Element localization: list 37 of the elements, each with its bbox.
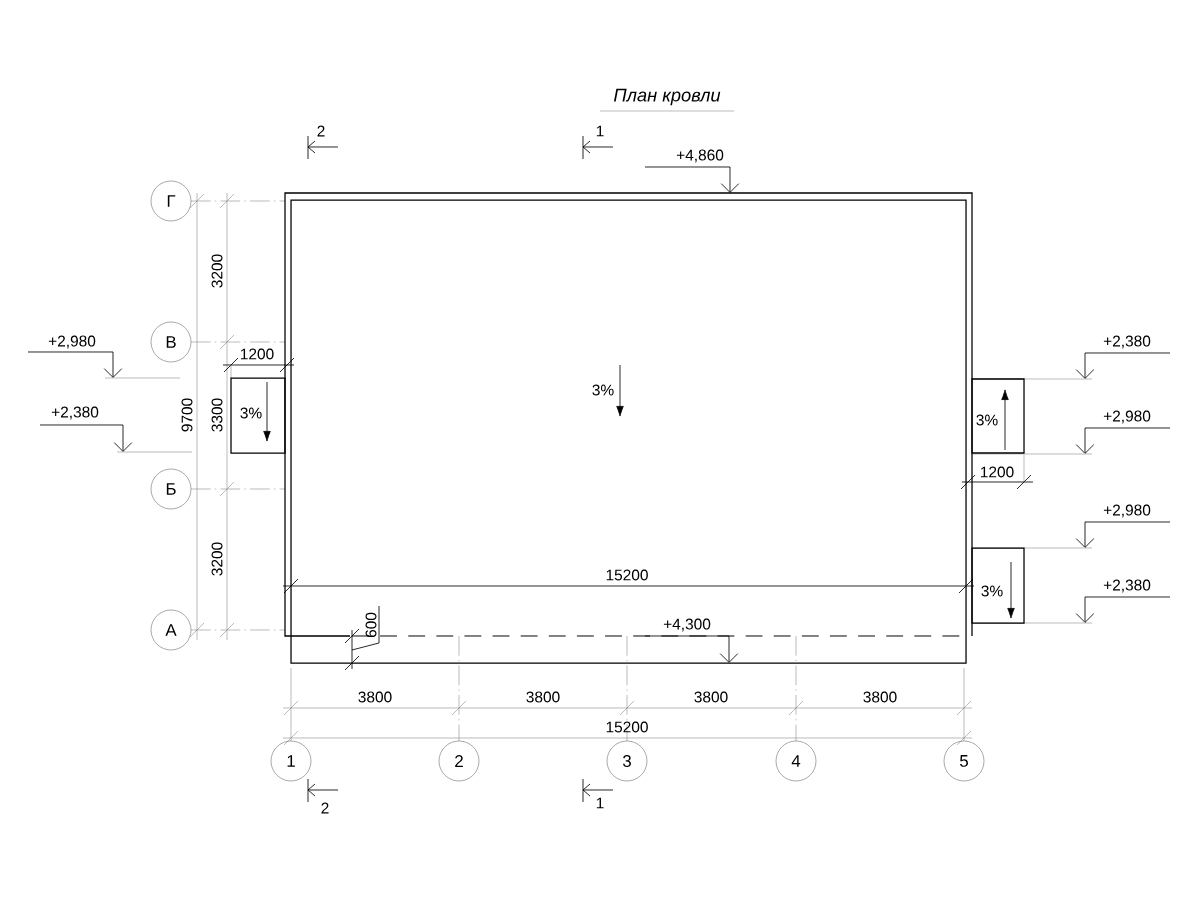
elevation-label: +2,980 — [1103, 410, 1151, 424]
dimension-text: 3800 — [358, 691, 392, 703]
elevation-label: +2,980 — [48, 335, 96, 349]
dimension-text: 3200 — [211, 542, 223, 576]
axis-bubble: 3 — [606, 740, 648, 782]
axis-bubble: 4 — [775, 740, 817, 782]
axis-bubble: В — [150, 321, 192, 363]
title: План кровли — [614, 88, 721, 106]
dimension-text: 3800 — [526, 691, 560, 703]
elevation-label: +2,380 — [1103, 579, 1151, 593]
section-number: 2 — [317, 125, 325, 137]
axis-bubble: Г — [150, 180, 192, 222]
elevation-label: +2,380 — [51, 406, 99, 420]
axis-bubble: Б — [150, 468, 192, 510]
axis-bubble: 2 — [438, 740, 480, 782]
dimension-text: 3800 — [694, 691, 728, 703]
dimension-text: 3200 — [211, 254, 223, 288]
axis-bubble: 1 — [270, 740, 312, 782]
dimension-text: 15200 — [606, 569, 648, 581]
elevation-label: +4,860 — [676, 149, 724, 163]
elevation-label: +2,980 — [1103, 504, 1151, 518]
elevation-label: +2,380 — [1103, 335, 1151, 349]
canopy-box: 3% — [971, 378, 1025, 454]
section-number: 2 — [321, 802, 329, 814]
axis-bubble: 5 — [943, 740, 985, 782]
dimension-text: 1200 — [981, 466, 1014, 478]
axis-bubble: А — [150, 609, 192, 651]
canopy-box: 3% — [971, 547, 1025, 624]
canopy-box: 3% — [230, 377, 286, 454]
dimension-text: 1200 — [241, 348, 274, 360]
dimension-text: 3800 — [863, 691, 897, 703]
dimension-text: 9700 — [181, 398, 193, 432]
elevation-label: +4,300 — [661, 617, 713, 633]
section-number: 1 — [596, 125, 604, 137]
dimension-text: 3300 — [211, 398, 223, 432]
section-number: 1 — [596, 797, 604, 809]
dimension-text: 600 — [365, 612, 377, 638]
